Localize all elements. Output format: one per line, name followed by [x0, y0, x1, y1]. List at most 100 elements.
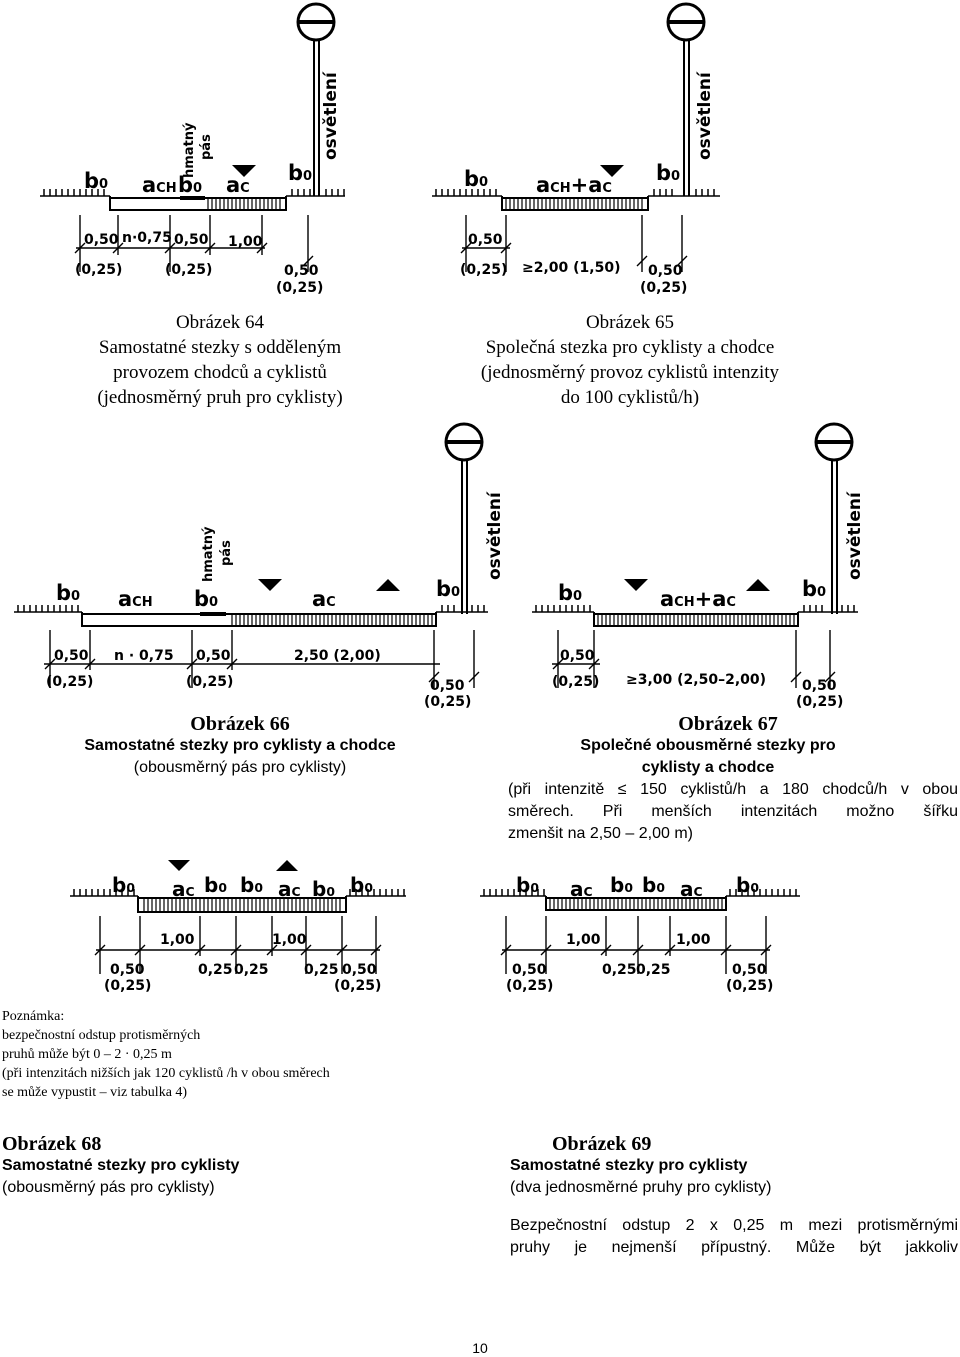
ground-line [40, 189, 345, 197]
dim-label: 1,00 [160, 932, 195, 948]
label-ach-ac: aCH+aC [660, 587, 736, 611]
label-ach: aCH [118, 587, 153, 611]
note-line: bezpečnostní odstup protisměrných [2, 1028, 201, 1043]
dim-label: ≥3,00 (2,50–2,00) [626, 672, 766, 688]
dim-label: 0,50 [512, 962, 547, 978]
caption-line: do 100 cyklistů/h) [560, 387, 700, 408]
pavement-section [81, 612, 437, 627]
dim-label: 0,50 [54, 648, 89, 664]
pavement-section [593, 612, 799, 627]
page-number: 10 [472, 1340, 488, 1356]
ground-line [432, 189, 720, 197]
dimension-lines [44, 630, 480, 688]
dim-label: (0,25) [75, 262, 122, 278]
ground-line [532, 605, 858, 613]
dim-label: 2,50 (2,00) [294, 648, 381, 664]
dim-label: 0,25 [636, 962, 671, 978]
label-ach: aCH [142, 173, 177, 197]
figure-69-diagram: b0 aC b0 b0 aC b0 1,00 1,00 0,50 0,25 0,… [470, 850, 810, 1000]
label-b0: b0 [642, 873, 665, 897]
label-b0: b0 [464, 167, 488, 191]
dim-label: (0,25) [552, 674, 599, 690]
label-b0: b0 [802, 577, 826, 601]
note-line: pruhů může být 0 – 2 · 0,25 m [2, 1047, 172, 1062]
street-lamp [666, 2, 706, 196]
label-b0: b0 [288, 161, 312, 185]
dim-label: 0,50 [560, 648, 595, 664]
label-b0: b0 [436, 577, 460, 601]
dim-label: (0,25) [506, 978, 553, 994]
caption-figure-66: Obrázek 66 Samostatné stezky pro cyklist… [40, 713, 440, 779]
ground-line [14, 605, 488, 613]
tactile-label: pás [219, 540, 234, 566]
direction-arrow-down [168, 860, 190, 871]
direction-arrow-up [376, 579, 400, 591]
street-lamp [296, 2, 336, 196]
caption-line: Bezpečnostní odstup 2 x 0,25 m mezi prot… [510, 1217, 958, 1234]
direction-arrow-up [746, 579, 770, 591]
tactile-strip [200, 612, 226, 616]
dim-label: (0,25) [46, 674, 93, 690]
dim-label: (0,25) [165, 262, 212, 278]
caption-title: Obrázek 64 [175, 312, 265, 333]
note-line: Poznámka: [2, 1009, 65, 1024]
caption-line: (obousměrný pás pro cyklisty) [2, 1179, 215, 1196]
label-b0: b0 [84, 169, 108, 193]
caption-line: (obousměrný pás pro cyklisty) [133, 759, 347, 776]
shared-path-hatching [597, 614, 795, 626]
figure-68-diagram: b0 aC b0 b0 aC b0 b0 1,00 1,00 0,50 0,25… [60, 850, 420, 1000]
lamp-label: osvětlení [485, 491, 505, 580]
label-b0: b0 [204, 873, 227, 897]
tactile-strip [180, 196, 205, 200]
shared-path-hatching [505, 198, 643, 210]
caption-line: cyklisty a chodce [641, 759, 775, 776]
label-b0: b0 [350, 873, 373, 897]
dimension-lines [460, 215, 688, 272]
pavement-section [545, 896, 727, 911]
dim-label: (0,25) [796, 694, 843, 710]
note-line: se může vypustit – viz tabulka 4) [2, 1085, 188, 1100]
dimension-lines [74, 215, 314, 272]
label-b0: b0 [240, 873, 263, 897]
ground-line [480, 889, 800, 897]
tactile-label: hmatný [182, 122, 197, 178]
dim-label: n · 0,75 [114, 648, 174, 664]
label-ac: aC [312, 587, 336, 611]
dim-label: 0,50 [84, 232, 119, 248]
tactile-label: pás [199, 134, 214, 160]
caption-title: Obrázek 68 [2, 1133, 102, 1155]
direction-arrow [232, 165, 256, 177]
bike-lane-hatching [549, 898, 723, 910]
dim-label: (0,25) [460, 262, 507, 278]
caption-line: pruhy je nejmenší přípustný. Může být ja… [510, 1239, 958, 1256]
lamp-label: osvětlení [845, 491, 865, 580]
direction-arrow-down [258, 579, 282, 591]
caption-figure-68: Obrázek 68 Samostatné stezky pro cyklist… [2, 1133, 402, 1199]
dim-label: 0,25 [234, 962, 269, 978]
dim-label: 0,50 [342, 962, 377, 978]
caption-figure-69: Obrázek 69 Samostatné stezky pro cyklist… [510, 1133, 958, 1259]
tactile-label: hmatný [201, 526, 216, 582]
label-b0: b0 [194, 587, 218, 611]
label-ac: aC [226, 173, 250, 197]
dim-label: (0,25) [726, 978, 773, 994]
dim-label: (0,25) [334, 978, 381, 994]
pavement-section [137, 896, 347, 913]
caption-line: Společná stezka pro cyklisty a chodce [485, 337, 775, 358]
caption-line: Samostatné stezky pro cyklisty [2, 1157, 240, 1174]
dim-label: 0,25 [602, 962, 637, 978]
label-ach-ac: aCH+aC [536, 173, 612, 197]
dim-label: ≥2,00 (1,50) [522, 260, 621, 276]
dimension-lines [552, 630, 836, 688]
dim-label: 1,00 [566, 932, 601, 948]
dimension-lines [94, 916, 382, 974]
label-ac: aC [570, 877, 593, 901]
label-b0: b0 [656, 161, 680, 185]
caption-line: provozem chodců a cyklistů [113, 362, 327, 383]
label-b0: b0 [558, 581, 582, 605]
label-b0: b0 [736, 873, 759, 897]
caption-line: Samostatné stezky pro cyklisty [510, 1157, 748, 1174]
lamp-label: osvětlení [321, 71, 341, 160]
caption-title: Obrázek 69 [552, 1133, 652, 1155]
label-b0: b0 [56, 581, 80, 605]
